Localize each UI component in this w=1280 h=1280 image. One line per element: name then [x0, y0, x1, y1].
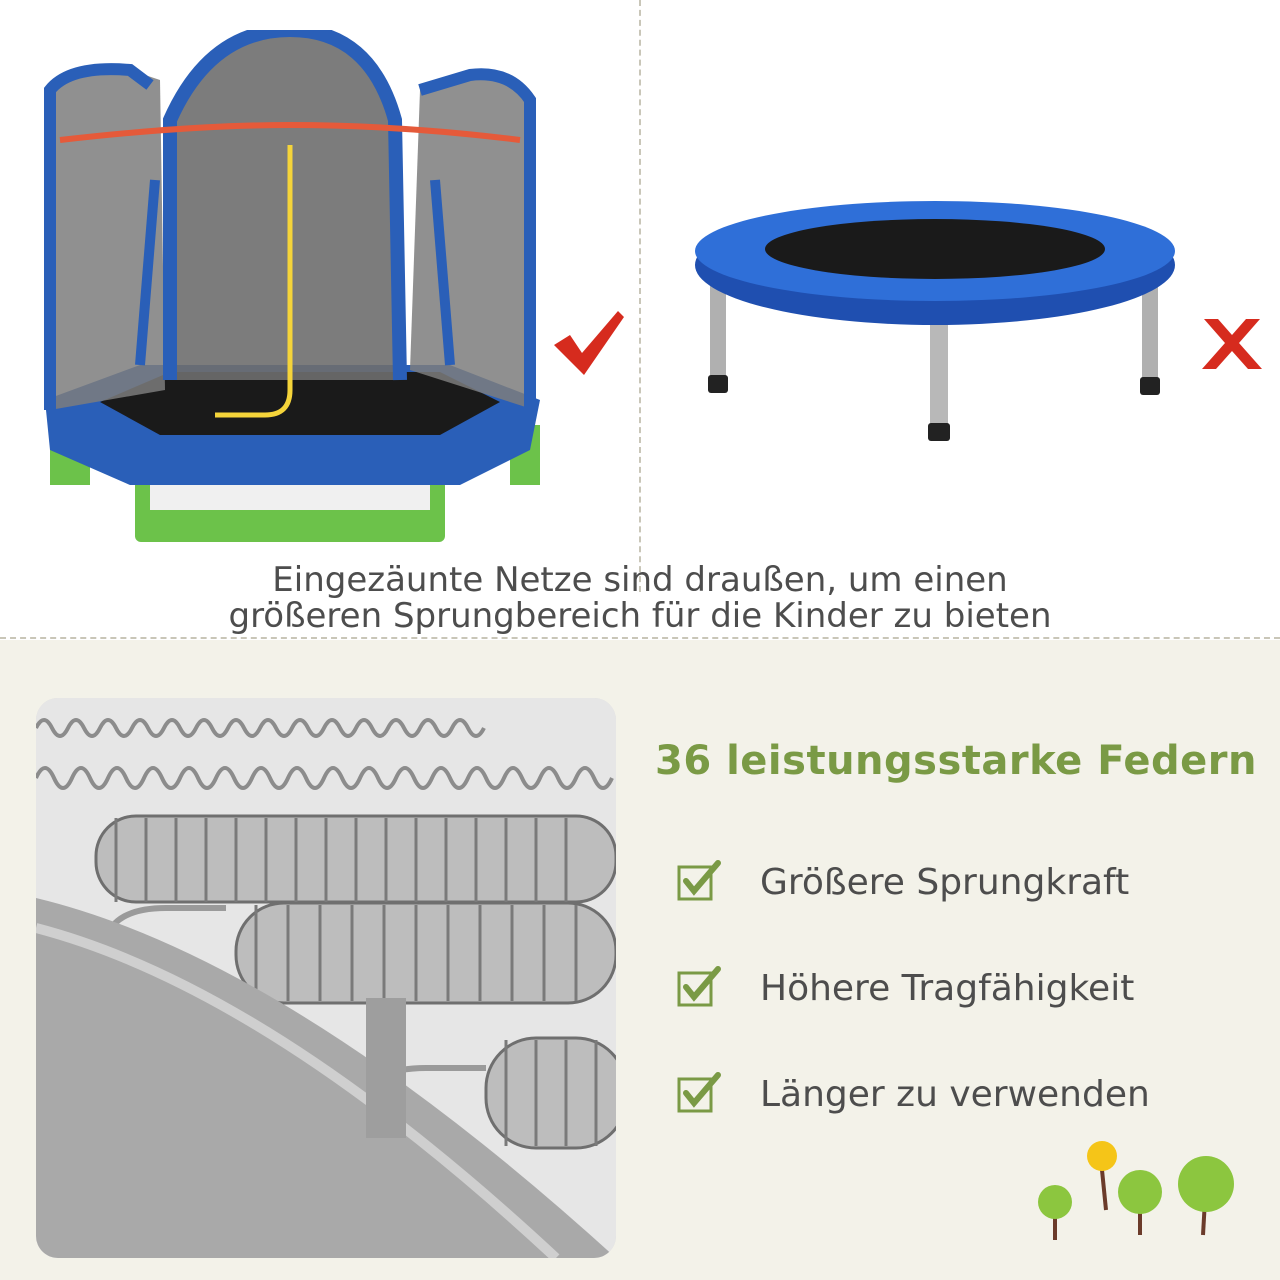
feature-label: Länger zu verwenden: [760, 1073, 1150, 1115]
enclosed-trampoline-image: [44, 30, 540, 542]
springs-headline: 36 leistungsstarke Federn: [655, 738, 1257, 784]
comparison-caption: Eingezäunte Netze sind draußen, um einen…: [190, 562, 1090, 634]
check-box-icon: [677, 1072, 721, 1113]
check-box-icon: [677, 966, 721, 1007]
comparison-section: Eingezäunte Netze sind draußen, um einen…: [0, 0, 1280, 640]
caption-line-2: größeren Sprungbereich für die Kinder zu…: [228, 596, 1052, 636]
trees-decoration-icon: [1038, 1141, 1234, 1240]
feature-item: Größere Sprungkraft: [676, 852, 1236, 912]
feature-item: Höhere Tragfähigkeit: [676, 958, 1236, 1018]
feature-item: Länger zu verwenden: [676, 1064, 1236, 1124]
cross-icon: [1202, 319, 1262, 369]
check-icon: [554, 311, 624, 375]
vertical-divider: [639, 0, 641, 592]
horizontal-divider: [0, 637, 1280, 639]
check-box-icon: [677, 860, 721, 901]
feature-label: Größere Sprungkraft: [760, 861, 1130, 903]
springs-photo: [36, 698, 616, 1258]
feature-label: Höhere Tragfähigkeit: [760, 967, 1135, 1009]
caption-line-1: Eingezäunte Netze sind draußen, um einen: [272, 560, 1008, 600]
mini-trampoline-image: [695, 201, 1175, 441]
